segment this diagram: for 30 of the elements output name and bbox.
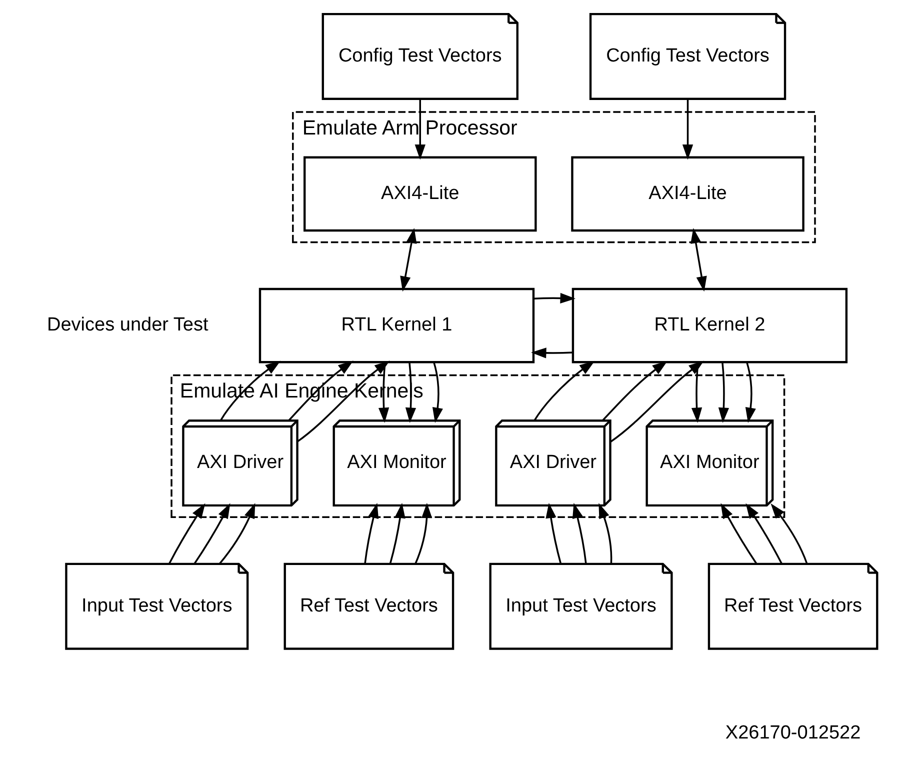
arrow xyxy=(168,503,205,564)
node-box: AXI4-Lite xyxy=(303,156,536,232)
arrow xyxy=(598,503,612,564)
arrow xyxy=(690,228,706,292)
arrow xyxy=(193,503,230,564)
arrow xyxy=(745,503,782,564)
arrow xyxy=(744,362,756,423)
arrow xyxy=(682,99,693,160)
arrow xyxy=(720,503,757,564)
arrow xyxy=(296,360,390,442)
arrow xyxy=(400,228,416,292)
arrow xyxy=(602,360,668,422)
label: X26170-012522 xyxy=(724,722,860,744)
arrow xyxy=(572,502,586,564)
node-box: AXI4-Lite xyxy=(570,156,804,232)
arrow xyxy=(218,503,255,564)
arrow xyxy=(533,292,575,304)
arrow xyxy=(432,362,442,423)
arrow xyxy=(533,360,594,421)
arrow xyxy=(414,99,425,160)
arrow xyxy=(770,503,808,564)
arrow xyxy=(388,502,405,564)
arrow xyxy=(414,502,432,564)
node-box: RTL Kernel 1 xyxy=(258,288,534,364)
label: Devices under Test xyxy=(46,314,208,336)
arrow xyxy=(609,360,704,443)
arrow xyxy=(545,502,562,564)
node-box: RTL Kernel 2 xyxy=(571,288,848,364)
arrow xyxy=(364,502,378,564)
arrow xyxy=(530,348,572,358)
